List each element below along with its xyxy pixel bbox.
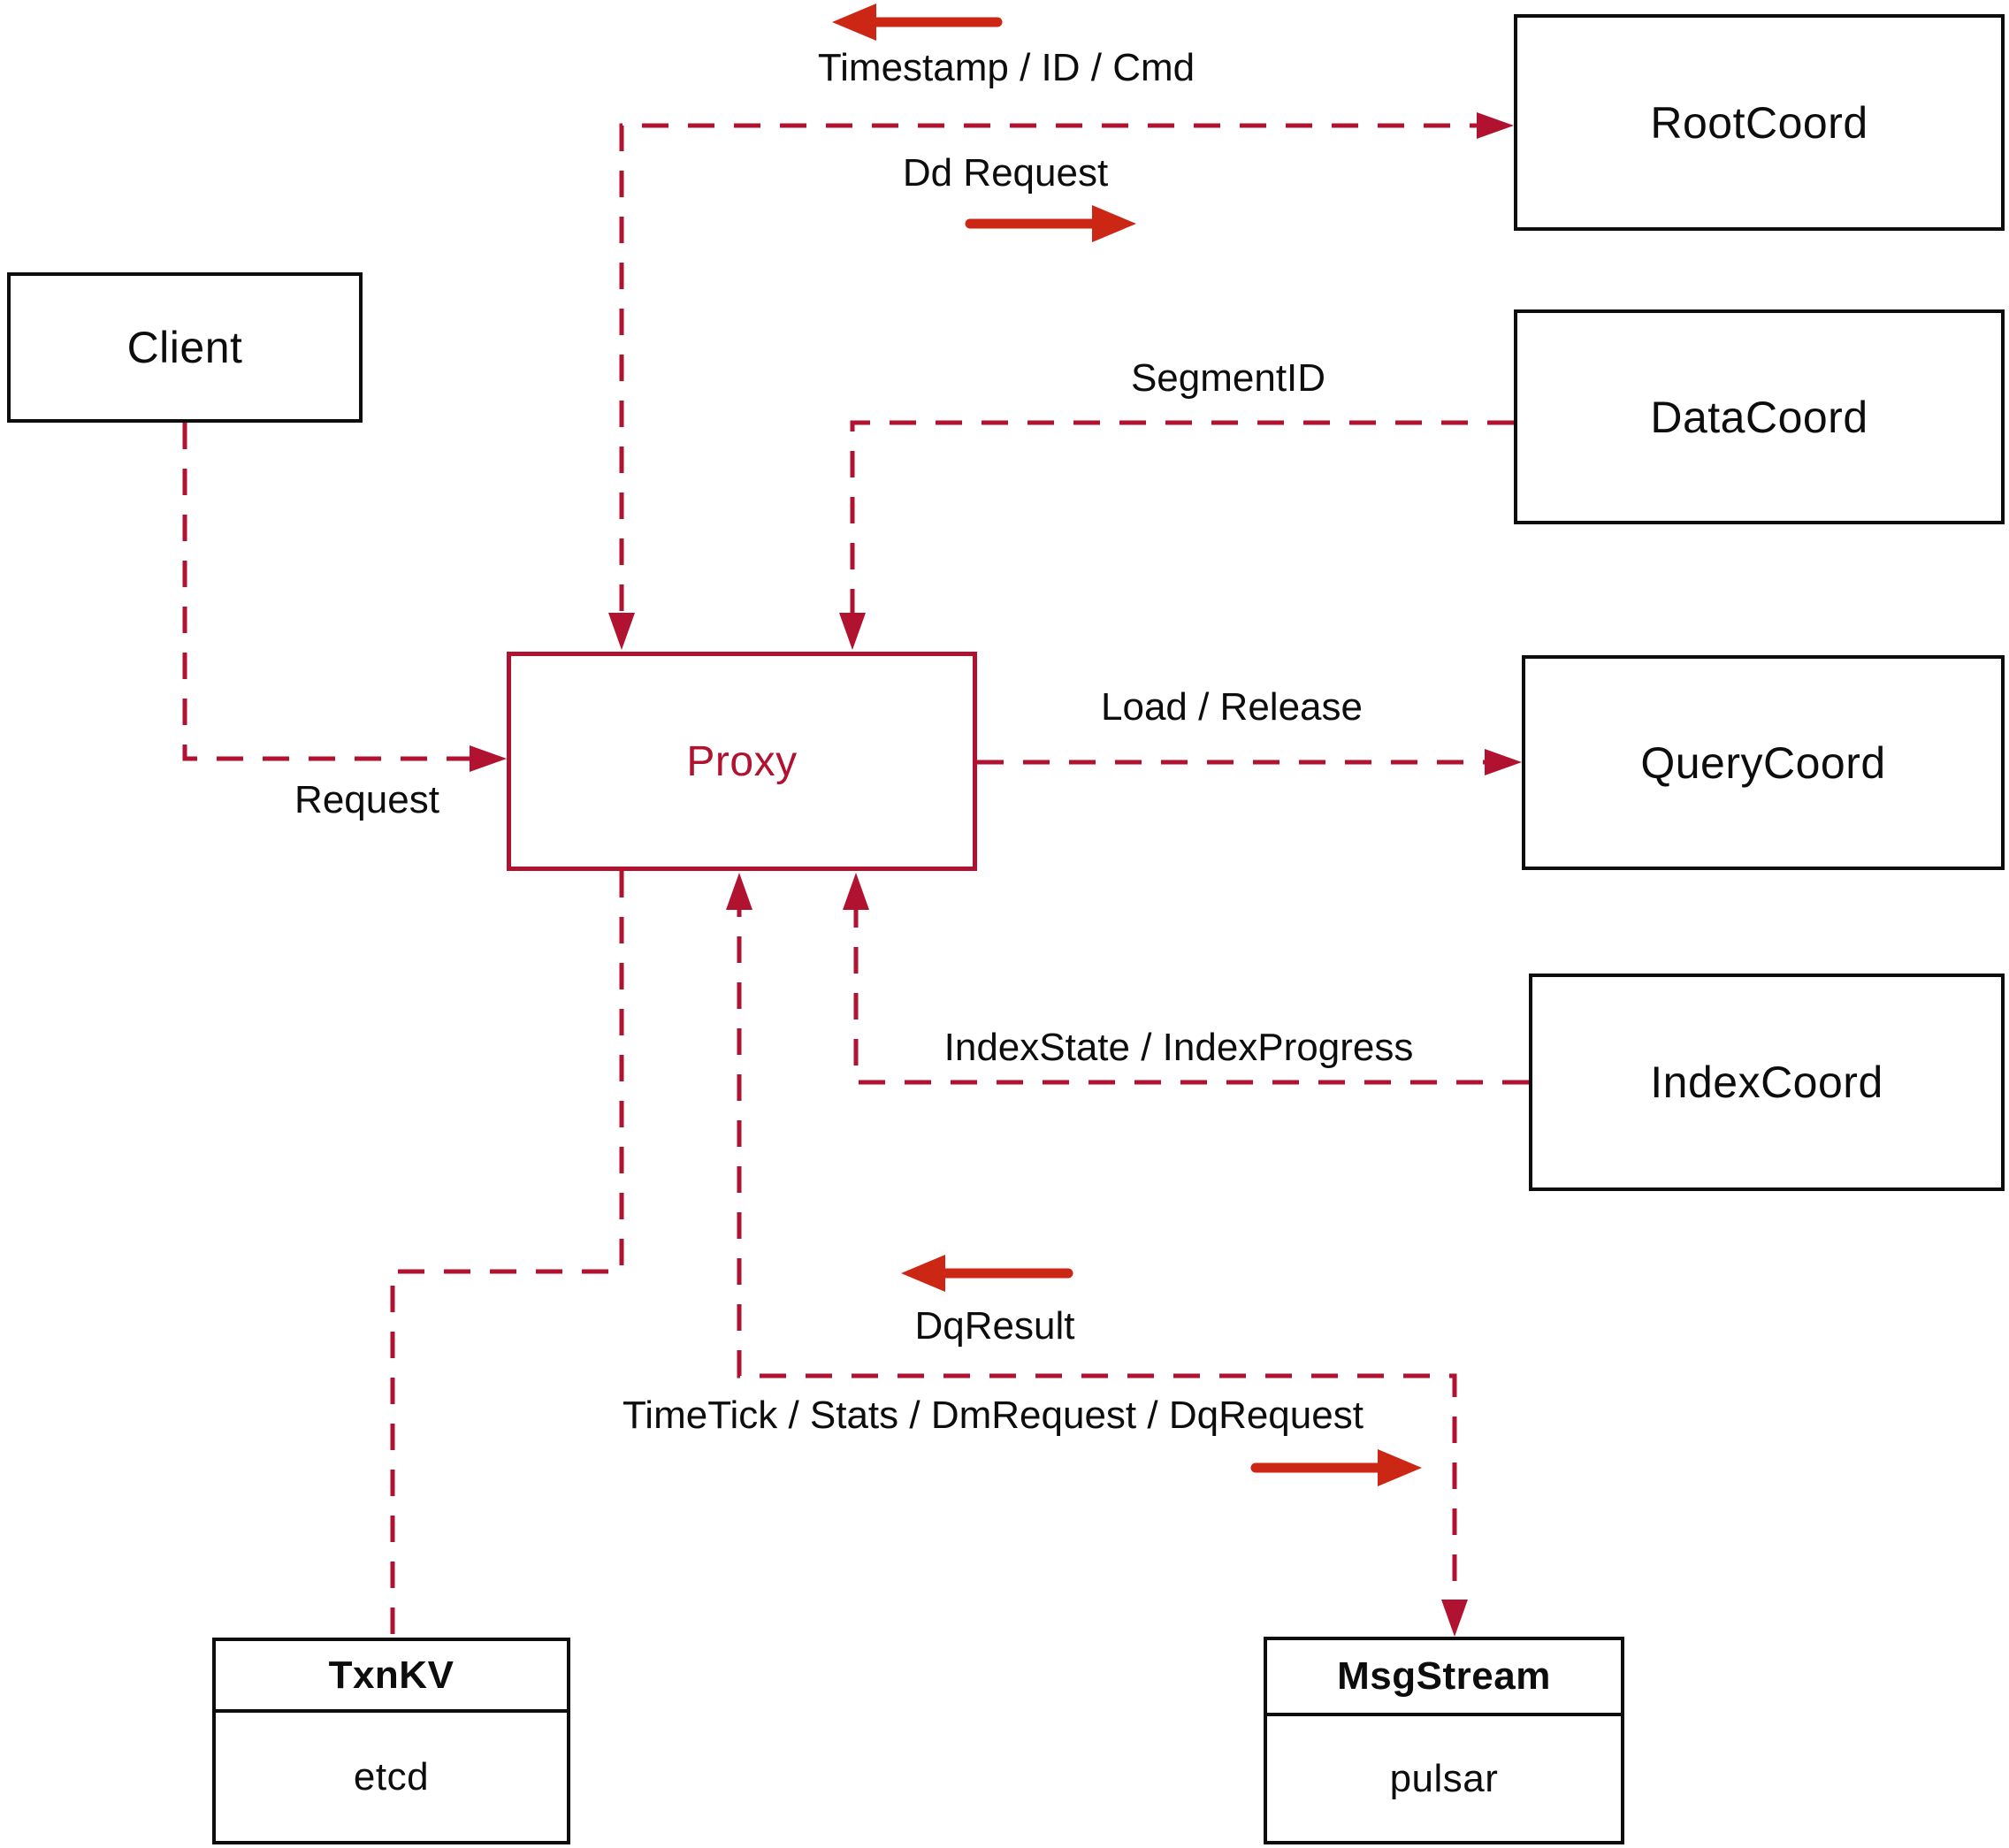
connector-datacoord-proxy [850, 420, 1514, 632]
connector-proxy-msgstream [737, 890, 1457, 1619]
node-querycoord-label: QueryCoord [1640, 737, 1886, 788]
node-indexcoord-label: IndexCoord [1650, 1058, 1883, 1107]
node-rootcoord: RootCoord [1514, 14, 2005, 231]
node-txnkv: TxnKV etcd [212, 1638, 570, 1844]
node-msgstream-impl: pulsar [1389, 1756, 1499, 1800]
arrowhead-into-proxy-bottom-right-icon [843, 873, 869, 910]
node-msgstream: MsgStream pulsar [1264, 1637, 1624, 1844]
node-proxy-label: Proxy [686, 737, 798, 785]
edge-label-dd-request: Dd Request [902, 151, 1109, 195]
node-txnkv-impl: etcd [353, 1754, 430, 1798]
node-client-label: Client [126, 323, 243, 372]
connector-proxy-txnkv [390, 871, 624, 1638]
node-proxy: Proxy [507, 652, 977, 871]
arrowhead-into-proxy-top-left-icon [608, 613, 635, 650]
arrowhead-into-proxy-left-icon [470, 745, 507, 772]
node-txnkv-title: TxnKV [216, 1641, 567, 1713]
connector-client-proxy [182, 423, 487, 761]
connector-proxy-rootcoord [619, 123, 1496, 632]
edge-label-load-release: Load / Release [1101, 685, 1363, 729]
edge-label-indexstate-indexprogress: IndexState / IndexProgress [943, 1026, 1414, 1069]
arrowhead-into-rootcoord-icon [1477, 112, 1514, 139]
node-rootcoord-label: RootCoord [1650, 97, 1868, 148]
node-datacoord-label: DataCoord [1650, 392, 1868, 442]
node-datacoord: DataCoord [1514, 309, 2005, 524]
arrow-right-dd-request-icon [965, 205, 1136, 242]
edge-label-segmentid: SegmentID [1130, 356, 1326, 400]
arrowhead-into-proxy-top-right-icon [839, 613, 866, 650]
arrow-left-dq-result-icon [901, 1255, 1073, 1292]
arrow-right-time-tick-icon [1250, 1449, 1422, 1486]
edge-label-timestamp-id-cmd: Timestamp / ID / Cmd [817, 46, 1195, 89]
node-client: Client [7, 272, 363, 423]
node-msgstream-title: MsgStream [1267, 1640, 1621, 1716]
connector-indexcoord-proxy [853, 890, 1529, 1085]
node-indexcoord: IndexCoord [1529, 974, 2005, 1191]
node-querycoord: QueryCoord [1522, 655, 2005, 870]
edge-label-dqresult: DqResult [914, 1304, 1075, 1348]
edge-label-timetick-stats: TimeTick / Stats / DmRequest / DqRequest [623, 1394, 1364, 1437]
arrowhead-into-querycoord-icon [1485, 749, 1522, 775]
arrowhead-into-msgstream-icon [1441, 1600, 1468, 1637]
arrowhead-into-proxy-bottom-left-icon [726, 873, 752, 910]
arrow-left-timestamp-icon [832, 4, 1003, 41]
edge-label-request: Request [294, 778, 439, 821]
